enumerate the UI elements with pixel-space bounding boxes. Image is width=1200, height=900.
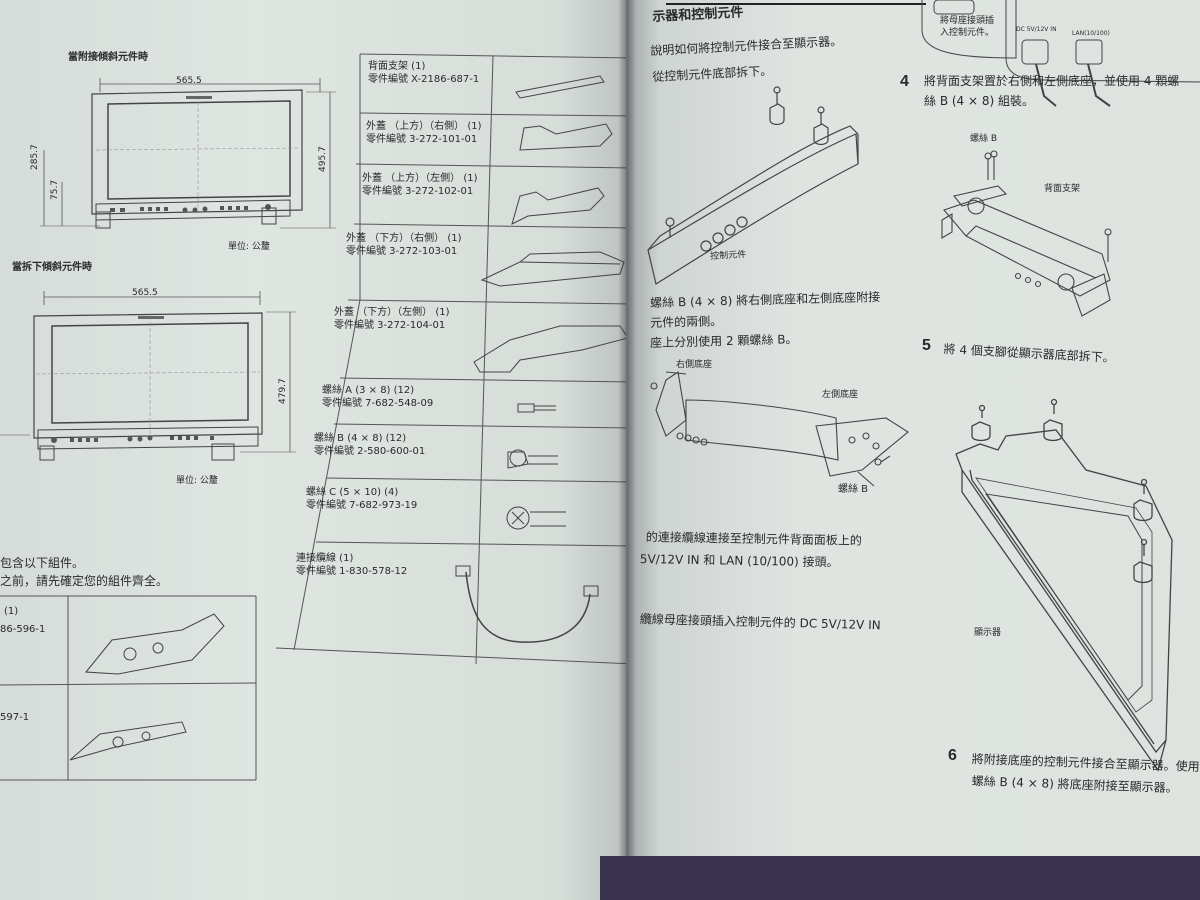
fig4-screw-b-label: 螺絲 B xyxy=(970,134,998,144)
step-4-line2: 絲 B (4 × 8) 組裝。 xyxy=(924,94,1034,108)
contents-intro-line2: 之前，請先確定您的組件齊全。 xyxy=(0,574,169,588)
part-number: 零件編號 1-830-578-12 xyxy=(296,566,408,577)
unit-attached: 單位: 公釐 xyxy=(228,242,270,252)
part-number: 零件編號 X-2186-687-1 xyxy=(368,74,480,85)
part-row-2: 外蓋 （上方）（左側） (1) 零件編號 3-272-102-01 xyxy=(362,172,478,198)
fig5-monitor-label: 顯示器 xyxy=(974,628,1002,638)
part-row-4: 外蓋 （下方）（左側） (1) 零件編號 3-272-104-01 xyxy=(334,306,450,332)
part-name: 外蓋 （下方）（左側） (1) xyxy=(334,307,450,318)
monitor-drawing-attached xyxy=(0,78,336,781)
dim-width-attached: 565.5 xyxy=(176,76,202,86)
step-4-line1: 將背面支架置於右側和左側底座，並使用 4 顆螺 xyxy=(924,74,1180,88)
part-number: 零件編號 3-272-101-01 xyxy=(366,134,478,145)
part-row-1: 外蓋 （上方）（右側） (1) 零件編號 3-272-101-01 xyxy=(366,120,482,146)
fig-right-base-label: 右側底座 xyxy=(676,360,713,370)
heading-detached: 當拆下傾斜元件時 xyxy=(12,262,92,273)
lan-label: LAN(10/100) xyxy=(1072,30,1110,37)
dc-in-label: DC 5V/12V IN xyxy=(1016,26,1057,33)
partial-row1-part: 86-596-1 xyxy=(0,624,46,635)
right-page: 示器和控制元件 說明如何將控制元件接合至顯示器。 從控制元件底部拆下。 控制元件… xyxy=(626,0,1200,900)
part-name: 螺絲 C (5 × 10) (4) xyxy=(306,487,399,498)
part-name: 螺絲 A (3 × 8) (12) xyxy=(322,385,415,396)
part-number: 零件編號 3-272-102-01 xyxy=(362,186,474,197)
table-surface xyxy=(600,856,1200,900)
contents-intro-line1: 包含以下組件。 xyxy=(0,556,85,570)
part-row-7: 螺絲 C (5 × 10) (4) 零件編號 7-682-973-19 xyxy=(306,486,417,512)
step-6-number: 6 xyxy=(948,747,957,764)
part-name: 外蓋 （下方）（右側） (1) xyxy=(346,233,462,244)
book-gutter xyxy=(618,0,636,900)
para-b-line2: 元件的兩側。 xyxy=(650,314,723,330)
step-4-number: 4 xyxy=(900,73,909,90)
top-box-line1: 將母座接頭插 xyxy=(940,16,995,26)
unit-detached: 單位: 公釐 xyxy=(176,476,218,486)
fig-left-base-label: 左側底座 xyxy=(822,390,859,400)
top-box-line2: 入控制元件。 xyxy=(940,28,995,38)
part-number: 零件編號 7-682-548-09 xyxy=(322,398,434,409)
fig-control-unit-label: 控制元件 xyxy=(710,250,747,262)
fig-screw-b-label: 螺絲 B xyxy=(838,484,869,495)
part-number: 零件編號 7-682-973-19 xyxy=(306,500,418,511)
part-name: 外蓋 （上方）（左側） (1) xyxy=(362,173,478,184)
part-row-3: 外蓋 （下方）（右側） (1) 零件編號 3-272-103-01 xyxy=(346,232,462,258)
part-name: 連接纜線 (1) xyxy=(296,553,354,564)
part-name: 背面支架 (1) xyxy=(368,61,426,72)
part-row-5: 螺絲 A (3 × 8) (12) 零件編號 7-682-548-09 xyxy=(322,384,433,410)
partial-row2-part: 597-1 xyxy=(0,712,30,723)
part-name: 外蓋 （上方）（右側） (1) xyxy=(366,121,482,132)
dim-width-detached: 565.5 xyxy=(132,288,158,298)
part-name: 螺絲 B (4 × 8) (12) xyxy=(314,433,407,444)
part-number: 零件編號 3-272-104-01 xyxy=(334,320,446,331)
part-row-8: 連接纜線 (1) 零件編號 1-830-578-12 xyxy=(296,552,407,578)
step-5-number: 5 xyxy=(922,337,931,354)
fig4-bracket-label: 背面支架 xyxy=(1044,184,1081,194)
left-page: 當附接傾斜元件時 xyxy=(0,0,634,900)
parts-table-grid xyxy=(275,53,634,668)
part-number: 零件編號 3-272-103-01 xyxy=(346,246,458,257)
heading-attached: 當附接傾斜元件時 xyxy=(68,52,148,63)
part-row-6: 螺絲 B (4 × 8) (12) 零件編號 2-580-600-01 xyxy=(314,432,425,458)
part-row-0: 背面支架 (1) 零件編號 X-2186-687-1 xyxy=(368,60,479,86)
part-number: 零件編號 2-580-600-01 xyxy=(314,446,426,457)
right-page-drawings xyxy=(647,0,1200,772)
partial-row1-qty: (1) xyxy=(4,606,19,617)
